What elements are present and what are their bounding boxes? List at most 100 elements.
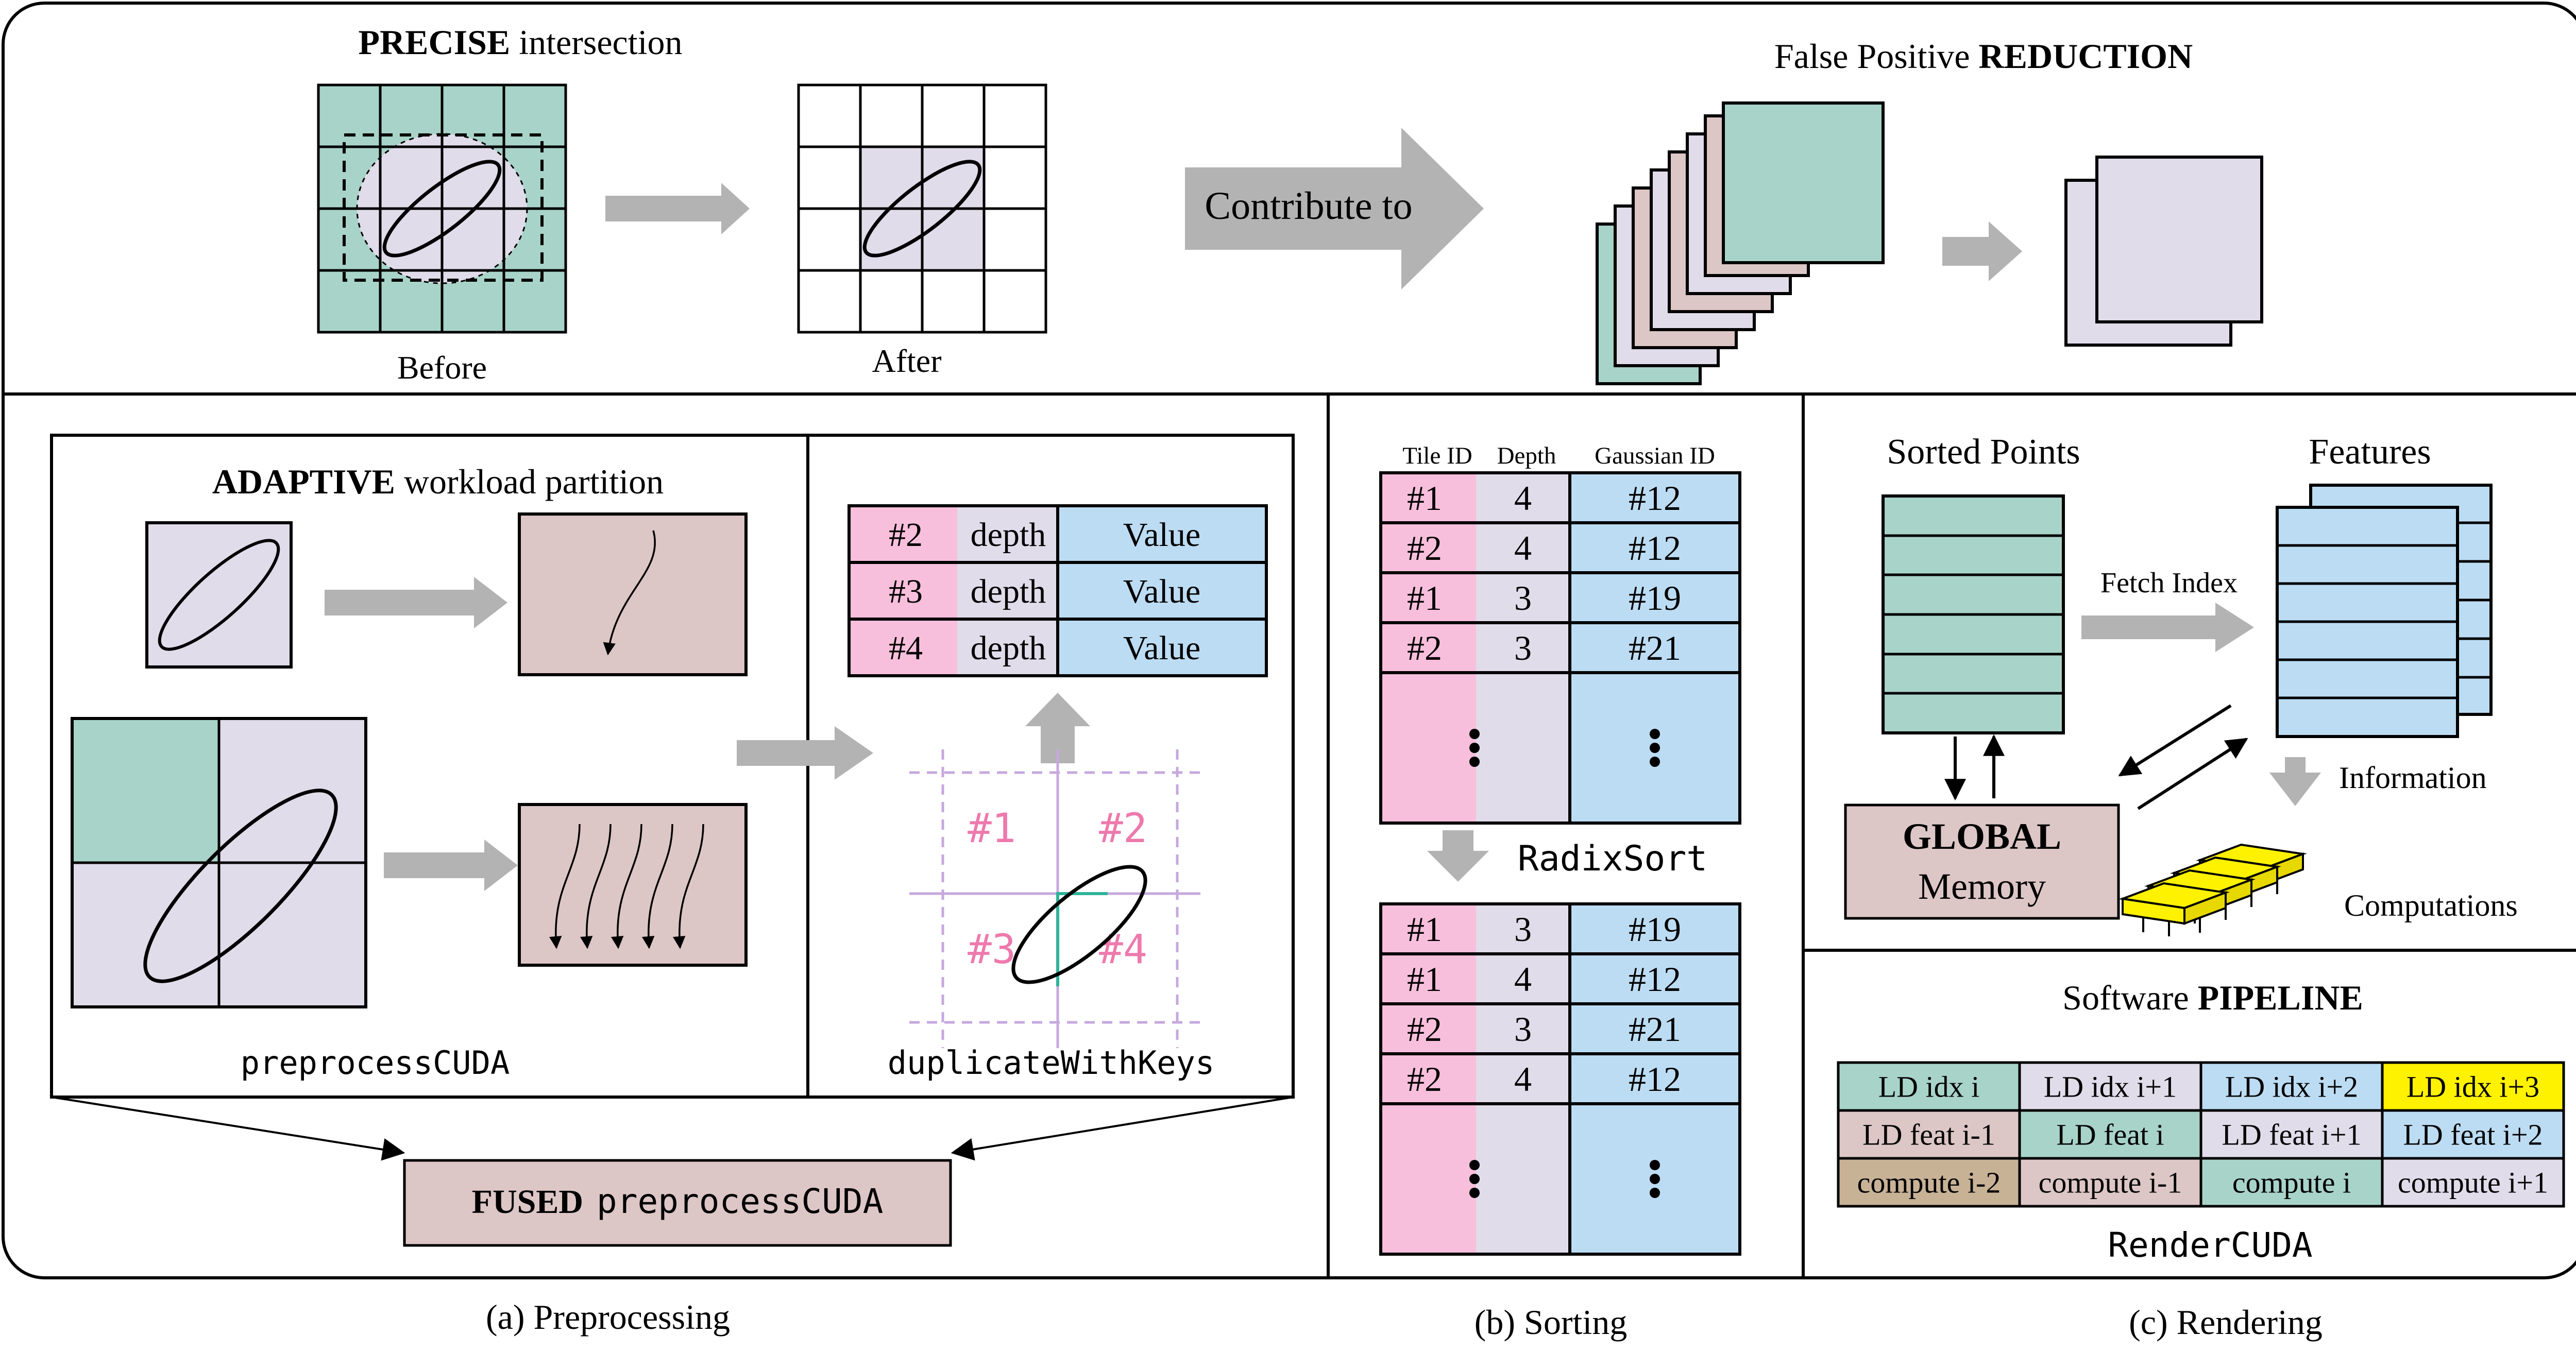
fp-title: False Positive REDUCTION	[1774, 37, 2193, 76]
pipeline-cell-label: LD feat i	[2056, 1118, 2164, 1152]
aabb-dashed-box	[343, 133, 544, 282]
precise-title-bold: PRECISE	[359, 23, 511, 62]
fetch-index-arrow	[2081, 603, 2254, 652]
key-row-3-depth: depth	[971, 629, 1046, 667]
sort-after-r2-tile: #1	[1407, 960, 1442, 999]
sort-after-r1-tile: #1	[1407, 910, 1442, 949]
contribute-label: Contribute to	[1205, 184, 1412, 228]
small-gaussian-ellipse	[158, 539, 280, 651]
key-row-1-depth: depth	[971, 516, 1046, 554]
key-col-tile-fill	[849, 506, 957, 676]
tile-stack-after	[2064, 156, 2263, 347]
sort-before-r4-tile: #2	[1407, 628, 1442, 668]
tile-label-2: #2	[1099, 806, 1147, 852]
before-grid	[317, 83, 567, 334]
caption-sorting: (b) Sorting	[1475, 1303, 1628, 1342]
key-row-2-depth: depth	[971, 573, 1046, 610]
precise-title-rest: intersection	[510, 23, 682, 62]
adaptive-title-bold: ADAPTIVE	[212, 462, 395, 501]
sort-before-r3-depth: 3	[1514, 578, 1532, 618]
adaptive-title: ADAPTIVE workload partition	[212, 462, 664, 501]
after-gaussian-ellipse	[862, 160, 982, 258]
fused-merge-arrows	[51, 1096, 1294, 1161]
radix-arrow	[1427, 830, 1489, 882]
header-gaussian-id: Gaussian ID	[1595, 442, 1715, 469]
key-row-2-value: Value	[1123, 573, 1200, 610]
pipeline-cell-label: LD feat i+1	[2222, 1118, 2361, 1152]
pipeline-cell-label: LD feat i+2	[2403, 1118, 2543, 1152]
features-label: Features	[2309, 432, 2431, 472]
sort-after-r4-depth: 4	[1514, 1059, 1532, 1099]
computation-units-icon	[2119, 843, 2307, 936]
tile-label-1: #1	[968, 806, 1016, 852]
large-gaussian-ellipse	[143, 789, 338, 983]
fp-title-rest: False Positive	[1774, 37, 1979, 76]
after-label: After	[872, 343, 941, 379]
global-label: GLOBAL	[1903, 816, 2061, 857]
before-grid-lines	[317, 83, 567, 334]
pipeline-cell-label: compute i-1	[2039, 1166, 2182, 1200]
pipeline-title-bold: PIPELINE	[2198, 978, 2363, 1017]
rendering-panel: Sorted Points Features Fetch Index	[1837, 432, 2565, 1265]
large-gaussian-tile	[71, 717, 367, 1008]
sort-after-ellipsis	[1469, 1160, 1660, 1198]
pipeline-cell	[2381, 1157, 2565, 1208]
sort-before-r4-depth: 3	[1514, 628, 1532, 668]
memory-label: Memory	[1918, 866, 2046, 907]
pipeline-cell-label: LD idx i+2	[2225, 1070, 2358, 1104]
multi-thread-arrows	[549, 824, 704, 949]
global-memory-box	[1844, 803, 2120, 920]
key-row-1-tile: #2	[889, 516, 923, 554]
pipeline-cell-label: LD idx i+3	[2406, 1070, 2539, 1104]
caption-rendering: (c) Rendering	[2129, 1303, 2323, 1342]
multi-thread-box	[518, 803, 748, 967]
single-thread-arrow	[603, 530, 656, 656]
to-duplicate-arrow	[737, 726, 873, 780]
key-col-value-fill	[1058, 506, 1266, 676]
features-stack	[2276, 484, 2493, 738]
pipeline-cell	[1837, 1061, 2021, 1112]
sort-before-r2-id: #12	[1629, 528, 1681, 568]
sort-before-ellipsis	[1469, 729, 1660, 767]
pipeline-cell-label: LD idx i	[1878, 1070, 1980, 1104]
sort-after-r1-id: #19	[1629, 910, 1681, 949]
contribute-arrow	[1185, 128, 1484, 289]
information-label: Information	[2339, 761, 2487, 795]
fused-label-bold: FUSED	[472, 1183, 583, 1221]
reduction-arrow	[1942, 221, 2022, 281]
header-tile-id: Tile ID	[1402, 442, 1472, 469]
pipeline-cell-label: compute i-2	[1857, 1166, 2001, 1200]
render-cuda-label: RenderCUDA	[2108, 1225, 2312, 1265]
fused-box	[403, 1159, 952, 1247]
sort-after-r4-tile: #2	[1407, 1059, 1442, 1099]
key-row-3-tile: #4	[889, 629, 923, 667]
key-row-1-value: Value	[1123, 516, 1200, 554]
sort-before-r1-depth: 4	[1514, 478, 1532, 518]
sort-before-r3-tile: #1	[1407, 578, 1442, 618]
sorted-points-stack	[1882, 494, 2065, 734]
sort-after-r4-id: #12	[1629, 1059, 1681, 1099]
small-to-thread-arrow	[325, 577, 507, 628]
tile-overlap-edges	[1056, 892, 1108, 986]
sort-after-r3-tile: #2	[1407, 1009, 1442, 1049]
single-thread-box	[518, 512, 748, 676]
sort-table-after: #1 3 #19 #1 4 #12 #2 3 #21 #2 4 #12	[1379, 902, 1741, 1256]
pipeline-grid: LD idx i LD idx i+1 LD idx i+2 LD idx i+3LD…	[1837, 1061, 2565, 1208]
adaptive-title-rest: workload partition	[395, 462, 664, 501]
sort-before-r1-id: #12	[1629, 478, 1681, 518]
sort-table-before: #1 4 #12 #2 4 #12 #1 3 #19 #2 3 #21	[1379, 471, 1741, 825]
before-after-arrow	[605, 183, 750, 234]
sort-before-r2-depth: 4	[1514, 528, 1532, 568]
sort-after-r2-depth: 4	[1514, 960, 1532, 999]
pipeline-cell-label: compute i+1	[2398, 1166, 2548, 1200]
outer-frame	[2, 2, 2576, 1279]
large-to-thread-arrow	[384, 840, 518, 891]
fp-title-bold: REDUCTION	[1979, 37, 2193, 76]
sorting-panel: Tile ID Depth Gaussian ID #1 4 #12 #2 4	[1379, 442, 1741, 1256]
pipeline-cell-label: LD feat i-1	[1862, 1118, 1995, 1152]
sort-before-r4-id: #21	[1629, 628, 1681, 668]
preprocessing-box	[50, 434, 1295, 1099]
pipeline-cell-label: LD idx i+1	[2044, 1070, 2177, 1104]
